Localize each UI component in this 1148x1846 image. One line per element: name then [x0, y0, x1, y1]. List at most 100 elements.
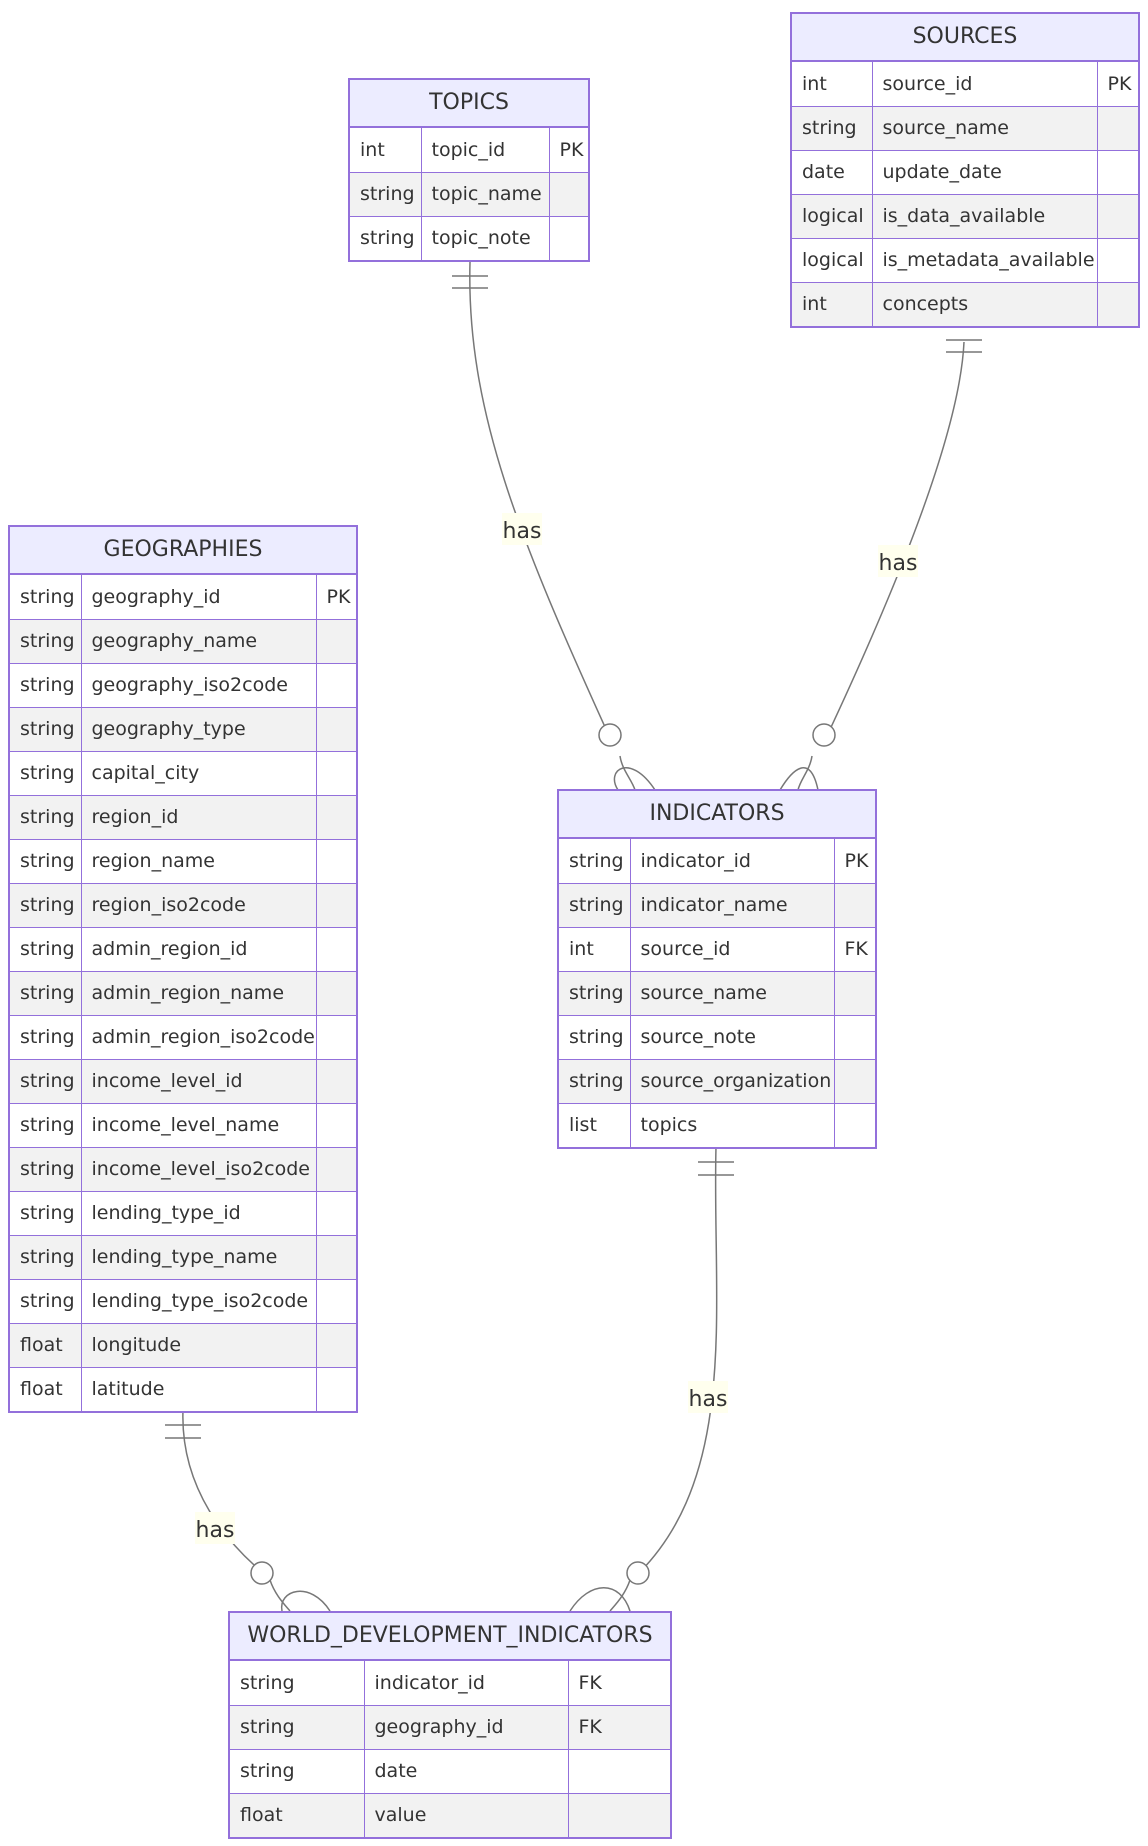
- attribute-key: [315, 750, 356, 796]
- attribute-name: value: [363, 1792, 569, 1837]
- attribute-key: [567, 1748, 670, 1794]
- attribute-type: string: [350, 215, 422, 260]
- attribute-type: string: [10, 662, 82, 708]
- entity-title: TOPICS: [350, 80, 588, 128]
- attribute-type: string: [792, 105, 873, 151]
- attribute-type: string: [10, 1058, 82, 1104]
- attribute-key: [315, 970, 356, 1016]
- attribute-key: FK: [567, 1704, 670, 1750]
- attribute-name: income_level_iso2code: [80, 1146, 317, 1192]
- edge-label-topics-indicators: has: [503, 519, 542, 544]
- attribute-name: admin_region_name: [80, 970, 317, 1016]
- attribute-type: string: [10, 1146, 82, 1192]
- attribute-type: int: [792, 281, 873, 326]
- attribute-key: [315, 1146, 356, 1192]
- attribute-name: concepts: [871, 281, 1098, 326]
- attribute-type: string: [559, 1014, 631, 1060]
- entity-title: GEOGRAPHIES: [10, 527, 356, 575]
- attribute-type: string: [559, 970, 631, 1016]
- attribute-type: string: [230, 1704, 365, 1750]
- attribute-type: float: [10, 1322, 82, 1368]
- edge-label-sources-indicators: has: [879, 551, 918, 576]
- attribute-type: list: [559, 1102, 631, 1147]
- attribute-type: string: [10, 1014, 82, 1060]
- attribute-type: logical: [792, 193, 873, 239]
- attribute-type: string: [10, 882, 82, 928]
- attribute-key: [1096, 149, 1138, 195]
- attribute-key: [315, 1102, 356, 1148]
- attribute-key: [315, 794, 356, 840]
- attribute-type: string: [10, 970, 82, 1016]
- relationship-sources-indicators: has: [779, 339, 982, 791]
- attribute-name: lending_type_iso2code: [80, 1278, 317, 1324]
- attribute-type: string: [350, 171, 422, 217]
- attribute-key: [833, 882, 875, 928]
- relationship-indicators-wdi: has: [569, 1146, 734, 1612]
- attribute-key: [548, 215, 588, 260]
- attribute-name: longitude: [80, 1322, 317, 1368]
- attribute-name: source_name: [629, 970, 835, 1016]
- attribute-key: [315, 662, 356, 708]
- attribute-key: [315, 1278, 356, 1324]
- attribute-key: [315, 882, 356, 928]
- attribute-name: geography_name: [80, 618, 317, 664]
- edge-label-geographies-wdi: has: [196, 1518, 235, 1543]
- attribute-key: [833, 1014, 875, 1060]
- attribute-name: region_id: [80, 794, 317, 840]
- attribute-name: source_name: [871, 105, 1098, 151]
- attribute-name: topic_note: [420, 215, 550, 260]
- attribute-name: topics: [629, 1102, 835, 1147]
- attribute-name: latitude: [80, 1366, 317, 1411]
- attribute-type: string: [10, 1278, 82, 1324]
- attribute-type: string: [10, 926, 82, 972]
- attribute-type: string: [10, 1234, 82, 1280]
- attribute-type: string: [559, 1058, 631, 1104]
- attribute-name: update_date: [871, 149, 1098, 195]
- attribute-name: geography_iso2code: [80, 662, 317, 708]
- attribute-type: int: [350, 128, 422, 173]
- attribute-type: string: [10, 618, 82, 664]
- attribute-key: [1096, 105, 1138, 151]
- attribute-key: PK: [833, 839, 875, 884]
- attribute-name: date: [363, 1748, 569, 1794]
- attribute-key: [1096, 281, 1138, 326]
- attribute-key: FK: [833, 926, 875, 972]
- attribute-key: [567, 1792, 670, 1837]
- attribute-type: logical: [792, 237, 873, 283]
- entity-title: INDICATORS: [559, 791, 875, 839]
- attribute-type: string: [10, 706, 82, 752]
- attribute-name: source_organization: [629, 1058, 835, 1104]
- attribute-key: [833, 970, 875, 1016]
- attribute-type: string: [10, 750, 82, 796]
- attribute-name: income_level_id: [80, 1058, 317, 1104]
- attribute-name: indicator_id: [629, 839, 835, 884]
- attribute-type: string: [10, 1102, 82, 1148]
- attribute-key: PK: [1096, 62, 1138, 107]
- attribute-key: [315, 1058, 356, 1104]
